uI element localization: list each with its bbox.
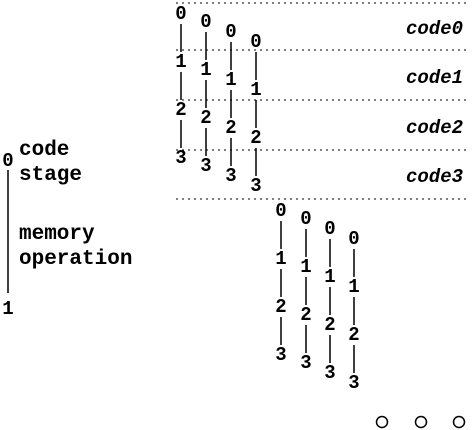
memory-stick-2-digit-3: 3 [324, 362, 335, 384]
continuation-dot [375, 415, 389, 429]
code-stick-0-digit-3: 3 [175, 147, 186, 169]
memory-stick-1-digit-2: 2 [300, 304, 311, 326]
memory-stick-0-digit-2: 2 [275, 296, 286, 318]
code-stick-0-digit-2: 2 [175, 99, 186, 121]
memory-stick-3-digit-0: 0 [348, 228, 359, 250]
memory-stick-1-digit-0: 0 [300, 208, 311, 230]
code-stick-1-digit-0: 0 [200, 11, 211, 33]
memory-stick-1-digit-3: 3 [300, 352, 311, 374]
legend-code-label: code [19, 139, 69, 162]
memory-stick-2-digit-2: 2 [324, 314, 335, 336]
code-stick-0-digit-0: 0 [175, 3, 186, 25]
continuation-dot [452, 415, 466, 429]
row-label-code3: code3 [406, 166, 464, 188]
code-stick-1-digit-1: 1 [200, 59, 211, 81]
memory-stick-0-digit-3: 3 [275, 344, 286, 366]
legend-operation-label: operation [19, 248, 132, 271]
memory-stick-2-digit-0: 0 [324, 218, 335, 240]
legend-top-digit: 0 [2, 150, 13, 172]
code-stick-2-digit-2: 2 [225, 117, 236, 139]
continuation-dots [375, 415, 466, 429]
code-stick-3-digit-1: 1 [250, 79, 261, 101]
code-stick-2-digit-3: 3 [225, 165, 236, 187]
memory-stick-1-digit-1: 1 [300, 256, 311, 278]
code-row-labels: code0 code1 code2 code3 [406, 18, 464, 188]
memory-stick-2-digit-1: 1 [324, 266, 335, 288]
memory-stick-3-digit-3: 3 [348, 372, 359, 394]
legend-stage-label: stage [19, 164, 82, 187]
row-label-code0: code0 [406, 18, 463, 40]
memory-stick-3-digit-2: 2 [348, 324, 359, 346]
code-stick-2-digit-0: 0 [225, 21, 236, 43]
code-stick-3-digit-2: 2 [250, 127, 261, 149]
code-stick-3-digit-3: 3 [250, 175, 261, 197]
code-stick-2-digit-1: 1 [225, 69, 236, 91]
row-label-code2: code2 [406, 117, 463, 139]
legend: 0 1 code stage memory operation [2, 139, 132, 320]
continuation-dot [414, 415, 428, 429]
code-stick-1-digit-3: 3 [200, 155, 211, 177]
memory-stick-3-digit-1: 1 [348, 276, 359, 298]
legend-bottom-digit: 1 [2, 298, 13, 320]
legend-memory-label: memory [19, 223, 95, 246]
row-label-code1: code1 [406, 67, 463, 89]
memory-stick-0-digit-0: 0 [275, 200, 286, 222]
code-stick-1-digit-2: 2 [200, 107, 211, 129]
code-stick-0-digit-1: 1 [175, 51, 186, 73]
memory-stick-0-digit-1: 1 [275, 248, 286, 270]
code-stick-3-digit-0: 0 [250, 31, 261, 53]
row-separators [176, 2, 470, 200]
